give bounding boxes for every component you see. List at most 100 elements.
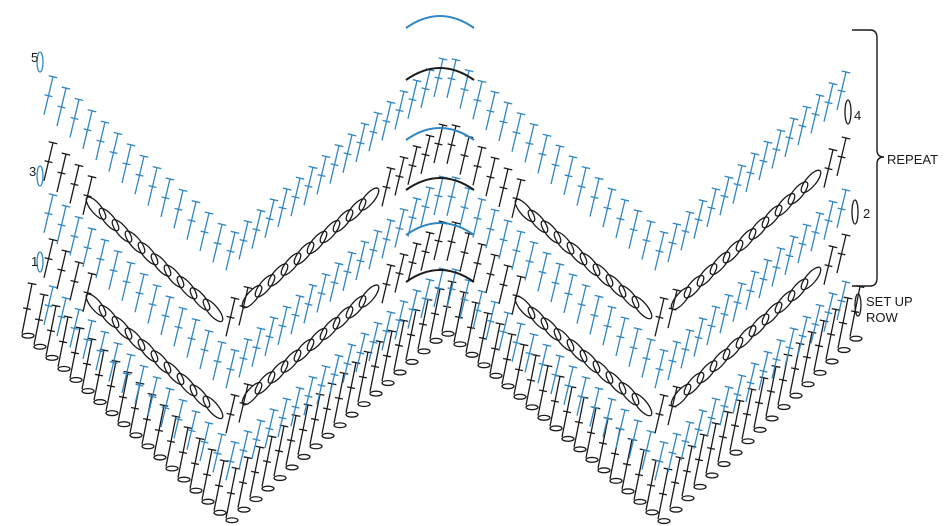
foundation-chain [502, 384, 514, 389]
row2-stitch [148, 348, 174, 376]
setup-stitch-top [352, 362, 361, 364]
row1-stitch-bar [487, 320, 495, 322]
setup-stitch-top [736, 400, 745, 402]
row3-stitch-bar [825, 220, 833, 222]
setup-stitch-bar [539, 390, 547, 392]
row4-stitch [265, 261, 291, 289]
row5-stitch-bar [201, 231, 209, 233]
setup-stitch-bar [131, 408, 139, 410]
setup-stitch-bar [695, 459, 703, 461]
setup-stitch-bar [143, 419, 151, 421]
row3-stitch-bar [253, 347, 261, 349]
row1-stitch-bar [799, 335, 807, 337]
foundation-chain [298, 455, 310, 460]
foundation-chain [634, 499, 646, 504]
row3-stitch-bar [188, 338, 196, 340]
row2-stitch [96, 303, 122, 331]
setup-stitch-bar [239, 482, 247, 484]
foundation-chain [850, 336, 862, 341]
row3-stitch-bar [149, 304, 157, 306]
foundation-chain [646, 510, 658, 515]
row3-stitch-bar [201, 349, 209, 351]
row3-stitch-bar [721, 313, 729, 315]
row2-stitch-bar [448, 241, 456, 243]
row1-stitch-bar [786, 347, 794, 349]
row1-stitch-bar [435, 287, 443, 289]
row-label-2: 2 [863, 206, 870, 221]
row5-stitch-bar [643, 240, 651, 242]
setup-stitch-bar [23, 308, 31, 310]
row1-stitch-bar [526, 353, 534, 355]
row3-stitch-bar [357, 260, 365, 262]
setup-stitch-bar [155, 430, 163, 432]
row1-stitch-bar [513, 342, 521, 344]
row3-stitch-bar [396, 228, 404, 230]
setup-stitch-top [40, 294, 49, 296]
row3-stitch-bar [474, 217, 482, 219]
row-end-chain [845, 100, 851, 124]
row1-stitch-bar [201, 441, 209, 443]
row2-stitch [707, 346, 733, 374]
row5-stitch-bar [214, 242, 222, 244]
row4-stitch [707, 249, 733, 277]
setup-stitch-bar [227, 492, 235, 494]
row2-stitch [200, 393, 226, 421]
row1-stitch-bar [344, 363, 352, 365]
foundation-chain [478, 363, 490, 368]
row3-stitch-bar [227, 368, 235, 370]
repeat-label: REPEAT [887, 152, 938, 167]
row5-stitch-bar [474, 99, 482, 101]
row4-stitch [304, 229, 330, 257]
row4-stitch-bar [409, 165, 417, 167]
row4-stitch [356, 185, 382, 213]
foundation-chain [802, 382, 814, 387]
row3-stitch-bar [422, 206, 430, 208]
row5-stitch-bar [71, 118, 79, 120]
row5-stitch-bar [97, 140, 105, 142]
row2-stitch [252, 369, 278, 397]
row1-stitch-bar [747, 382, 755, 384]
row2-stitch [330, 304, 356, 332]
setup-stitch-bar [431, 313, 439, 315]
row1-stitch-bar [253, 439, 261, 441]
foundation-chain [190, 488, 202, 493]
foundation-chain [778, 405, 790, 410]
row1-stitch-bar [266, 428, 274, 430]
row4-stitch [785, 179, 811, 207]
row5-stitch-bar [721, 195, 729, 197]
row3-stitch-bar [838, 208, 846, 210]
setup-stitch-bar [683, 470, 691, 472]
row5-stitch-bar [422, 88, 430, 90]
setup-stitch-top [712, 423, 721, 425]
row3-stitch-bar [344, 271, 352, 273]
row2-stitch [694, 358, 720, 386]
row4-stitch-bar [474, 165, 482, 167]
setup-stitch-bar [359, 376, 367, 378]
setup-stitch-top [376, 341, 385, 343]
setup-stitch-bar [503, 359, 511, 361]
foundation-chain [238, 507, 250, 512]
row2-stitch-bar [461, 252, 469, 254]
row5-stitch-bar [253, 229, 261, 231]
row1-stitch-bar [279, 417, 287, 419]
row5-stitch-bar [695, 219, 703, 221]
row-label-1: 1 [31, 254, 38, 269]
foundation-chain [58, 366, 70, 371]
setup-stitch-top [124, 371, 133, 373]
foundation-chain [130, 433, 142, 438]
row5-stitch-bar [825, 102, 833, 104]
row3-stitch-bar [318, 293, 326, 295]
row1-stitch-bar [721, 405, 729, 407]
row5-stitch-bar [149, 186, 157, 188]
row2-stitch [317, 315, 343, 343]
row1-stitch-bar [630, 439, 638, 441]
setup-stitch-bar [299, 429, 307, 431]
row3-stitch-bar [643, 358, 651, 360]
setup-stitch-bar [779, 379, 787, 381]
setup-stitch-bar [347, 387, 355, 389]
setup-stitch-top [724, 411, 733, 413]
setup-stitch-top [520, 344, 529, 346]
row4-stitch [746, 214, 772, 242]
row3-stitch-bar [617, 336, 625, 338]
row5-stitch-bar [409, 99, 417, 101]
